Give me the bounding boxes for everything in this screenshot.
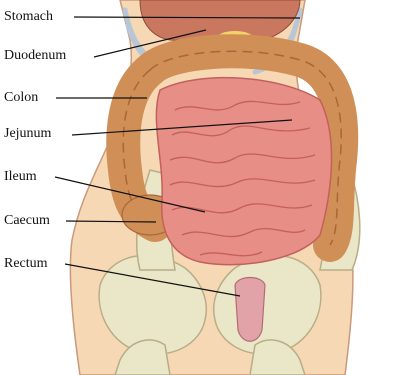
rectum <box>235 278 265 342</box>
small-intestine <box>156 78 331 265</box>
label-caecum: Caecum <box>4 213 50 229</box>
label-ileum: Ileum <box>4 169 37 185</box>
label-jejunum: Jejunum <box>4 126 51 142</box>
label-colon: Colon <box>4 90 38 106</box>
label-rectum: Rectum <box>4 256 48 272</box>
label-stomach: Stomach <box>4 9 53 25</box>
label-duodenum: Duodenum <box>4 48 66 64</box>
